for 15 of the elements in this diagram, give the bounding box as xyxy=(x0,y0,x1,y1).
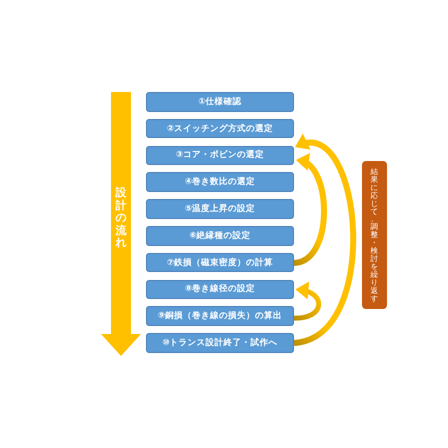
step-box: ①仕様確認 xyxy=(146,92,294,112)
arrow-label: 設計の流れ xyxy=(116,187,126,250)
curved-arrow xyxy=(293,156,327,266)
step-box: ⑩トランス設計終了・試作へ xyxy=(146,333,294,353)
step-box: ⑥絶縁種の設定 xyxy=(146,226,294,246)
step-box: ⑤温度上昇の設定 xyxy=(146,199,294,219)
step-box: ②スイッチング方式の選定 xyxy=(146,118,294,138)
step-box: ④巻き数比の選定 xyxy=(146,172,294,192)
step-box: ⑨銅損（巻き線の損失）の算出 xyxy=(146,306,294,326)
curved-arrow xyxy=(294,282,322,321)
step-box: ③コア・ボビンの選定 xyxy=(146,146,294,166)
step-box: ⑧巻き線径の設定 xyxy=(146,280,294,300)
curved-arrow xyxy=(293,135,356,346)
step-box: ⑦鉄損（磁束密度）の計算 xyxy=(146,252,294,272)
flow-arrow xyxy=(101,92,141,356)
